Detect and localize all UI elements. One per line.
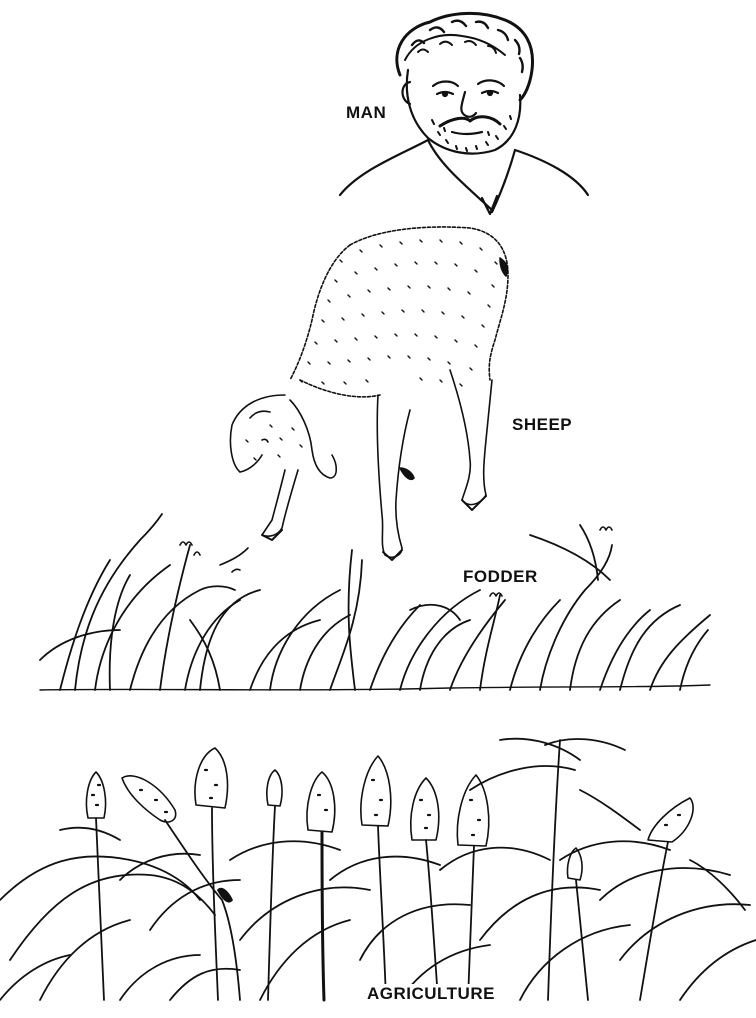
- agriculture-label: AGRICULTURE: [363, 984, 499, 1004]
- man-label: MAN: [346, 103, 386, 123]
- sheep-label: SHEEP: [512, 415, 572, 435]
- agriculture-illustration: [0, 739, 756, 1000]
- fodder-illustration: [40, 514, 710, 690]
- fodder-label: FODDER: [463, 567, 538, 587]
- sheep-illustration: [230, 227, 508, 560]
